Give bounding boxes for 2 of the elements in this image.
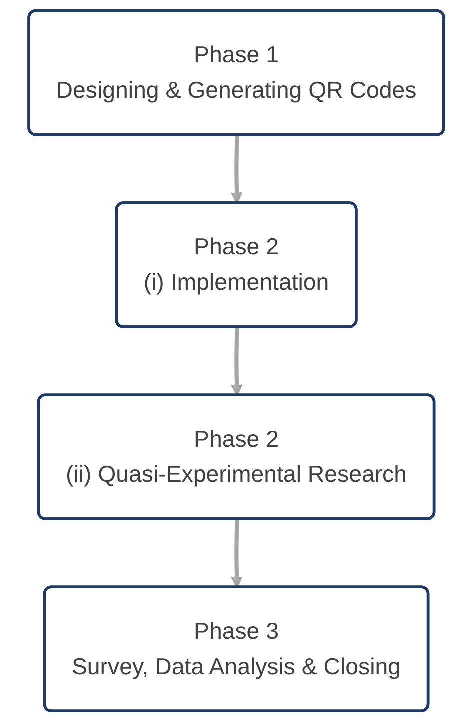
arrow [230, 520, 243, 588]
arrow [230, 328, 243, 396]
